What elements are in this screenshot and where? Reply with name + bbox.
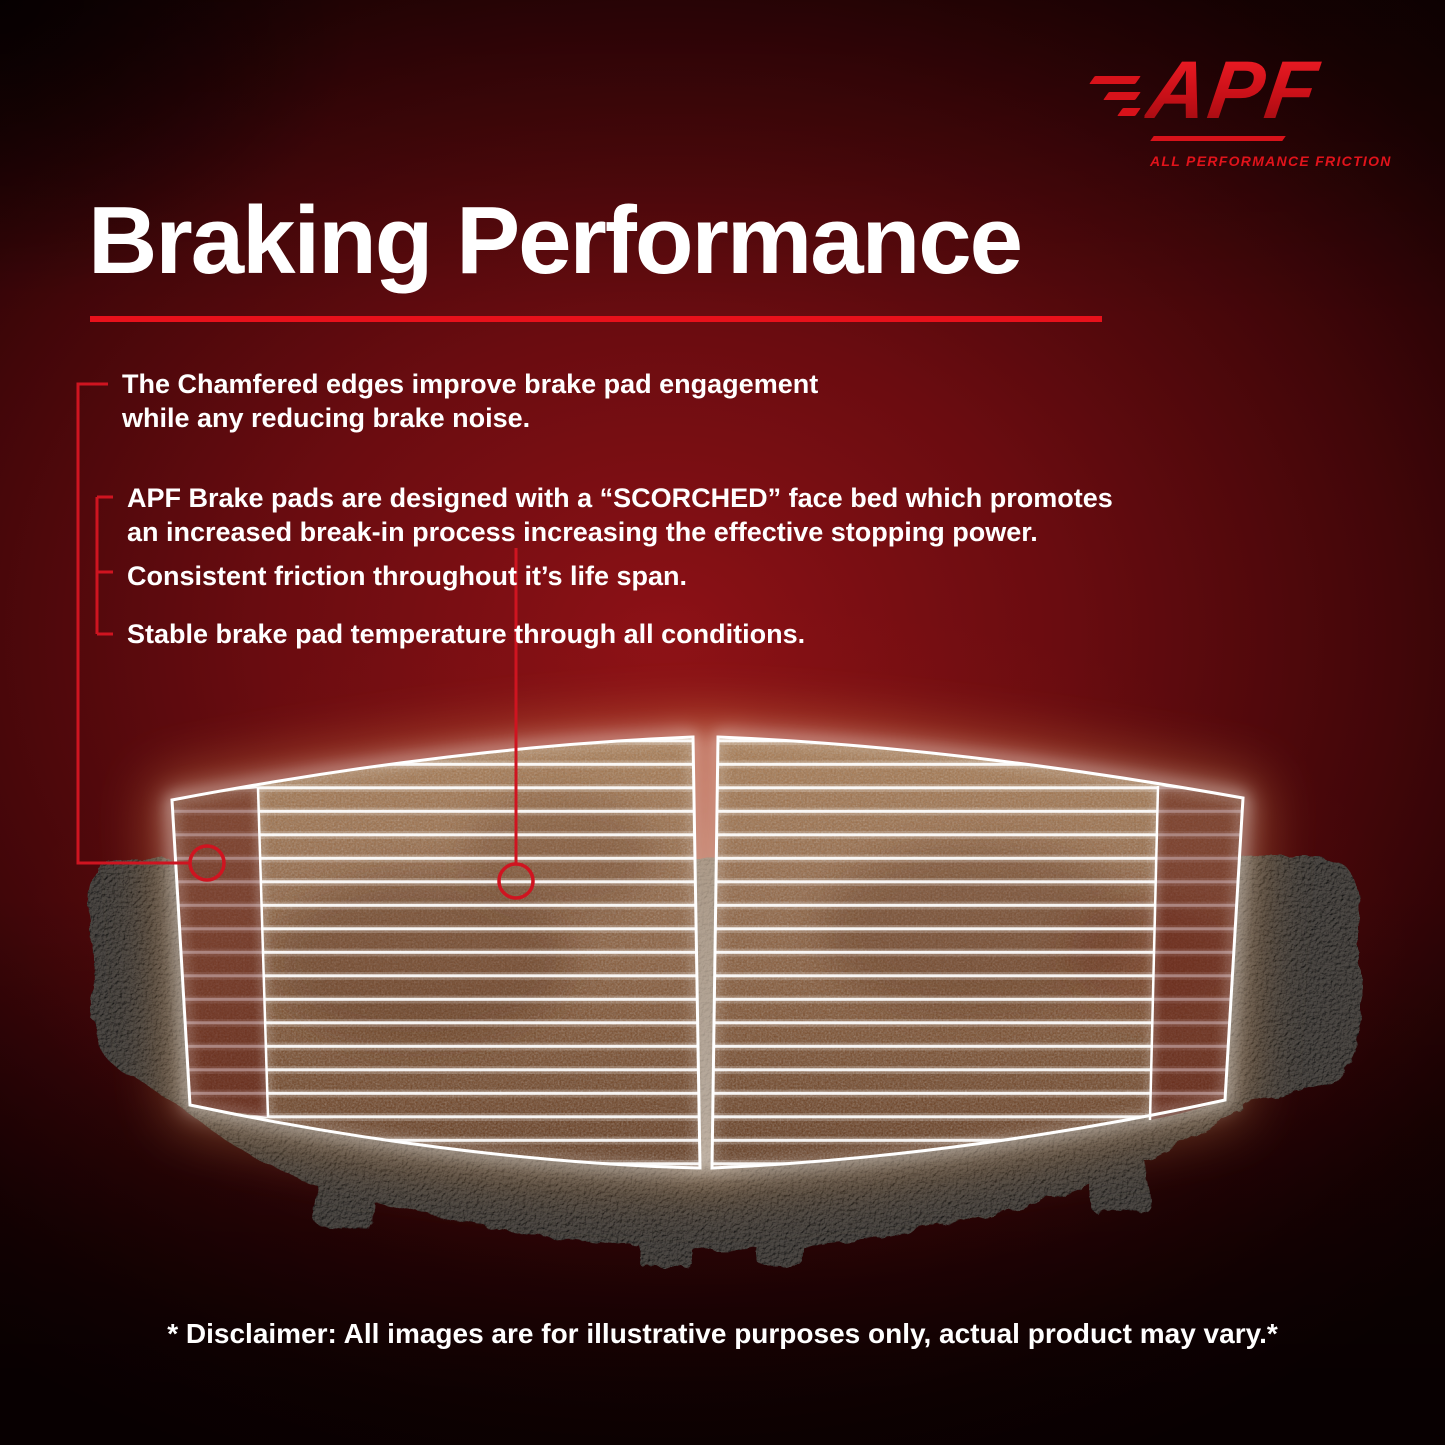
callout-line-chamfer [76, 382, 189, 865]
brand-tagline: ALL PERFORMANCE FRICTION [1150, 152, 1392, 169]
bullet-bracket [95, 495, 113, 636]
apf-logo: APF ALL PERFORMANCE FRICTION [1089, 45, 1392, 169]
callout-circle-scorched [497, 862, 535, 900]
chamfer-divider-right [1148, 785, 1160, 1121]
logo-underline [1150, 135, 1286, 141]
brand-name: APF [1141, 45, 1325, 136]
bullet-chamfered-edges: The Chamfered edges improve brake pad en… [122, 369, 819, 433]
page-title: Braking Performance [88, 187, 1023, 294]
disclaimer-text: * Disclaimer: All images are for illustr… [167, 1318, 1278, 1349]
chamfer-left [172, 788, 268, 1117]
bullet-consistent-friction: Consistent friction throughout it’s life… [127, 561, 687, 591]
bullet-scorched-face: APF Brake pads are designed with a “SCOR… [127, 483, 1113, 547]
bullet-stable-temperature: Stable brake pad temperature through all… [127, 619, 806, 649]
title-underline [90, 316, 1102, 322]
speed-lines-icon [1089, 76, 1141, 116]
chamfer-divider-left [256, 787, 270, 1118]
chamfer-right [1150, 786, 1243, 1120]
callout-circle-chamfer [188, 844, 226, 882]
